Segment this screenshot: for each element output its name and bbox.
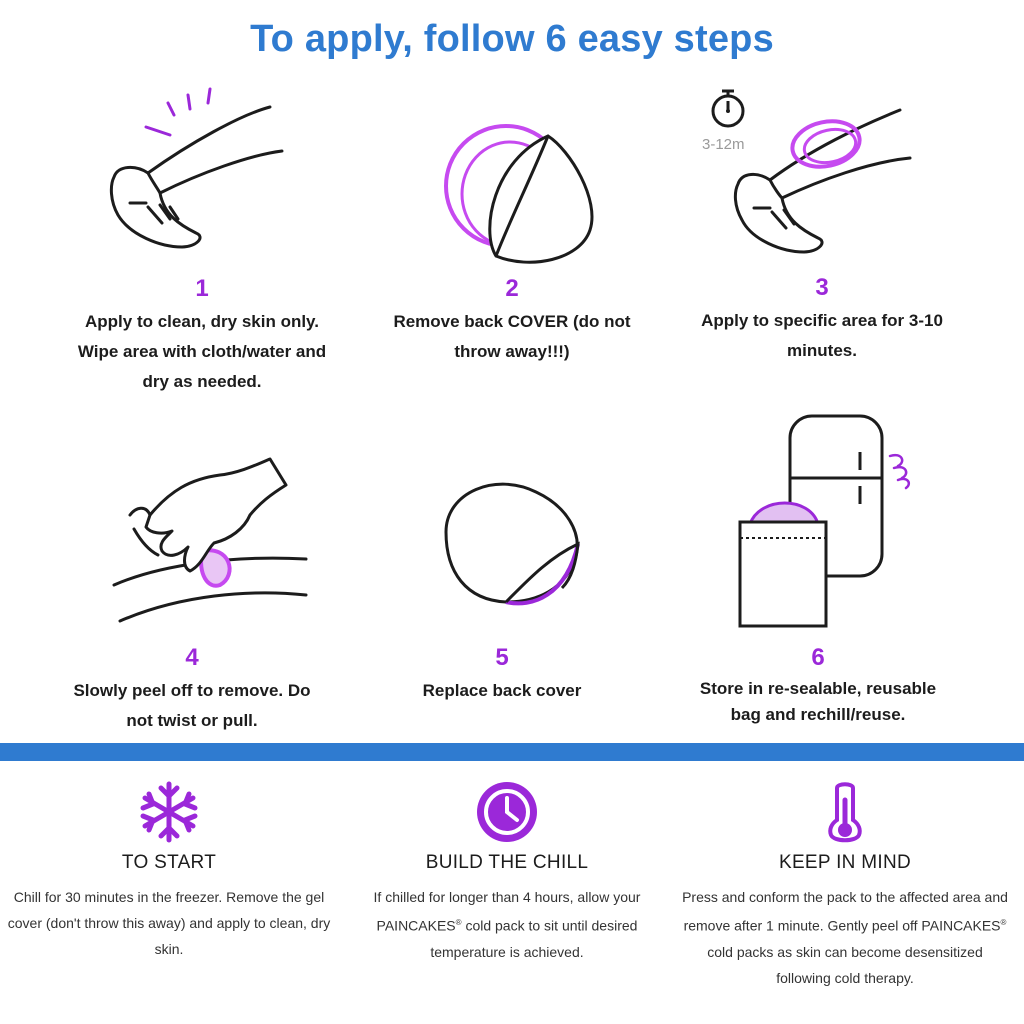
page-title: To apply, follow 6 easy steps <box>250 18 774 60</box>
step-number: 5 <box>495 644 509 671</box>
leg-with-pack-icon <box>733 108 912 254</box>
info-heading: TO START <box>121 852 217 873</box>
step-number: 6 <box>811 644 825 671</box>
info-heading: KEEP IN MIND <box>778 852 912 873</box>
stopwatch-icon <box>711 89 745 128</box>
info-heading: BUILD THE CHILL <box>425 852 589 873</box>
info-body-part: cold pack to sit until desired temperatu… <box>430 917 638 960</box>
step-text: Apply to clean, dry skin only. Wipe area… <box>77 312 327 391</box>
step-3: 3 Apply to specific area for 3-10 minute… <box>662 274 982 366</box>
info-body: Chill for 30 minutes in the freezer. Rem… <box>7 889 331 957</box>
step-5: 5 Replace back cover <box>342 644 662 706</box>
step-text: Remove back COVER (do not throw away!!!) <box>393 312 631 361</box>
step-2: 2 Remove back COVER (do not throw away!!… <box>352 275 672 367</box>
thermometer-icon <box>828 782 862 843</box>
step-number: 4 <box>185 644 199 671</box>
step-number: 1 <box>195 275 209 302</box>
info-to-start: TO START Chill for 30 minutes in the fre… <box>4 780 334 962</box>
step-6: 6 Store in re-sealable, reusable bag and… <box>658 644 978 728</box>
step-number: 3 <box>815 274 829 301</box>
info-body: If chilled for longer than 4 hours, allo… <box>342 884 672 965</box>
replace-cover-icon <box>444 482 580 606</box>
snowflake-icon <box>140 781 198 843</box>
registered-mark: ® <box>1000 918 1007 927</box>
timer-label: 3-12m <box>702 136 745 153</box>
fridge-bag-icon <box>738 414 910 628</box>
registered-mark: ® <box>455 918 462 927</box>
leg-foot-icon <box>109 87 284 249</box>
step-text: Slowly peel off to remove. Do not twist … <box>73 681 311 730</box>
info-body: Press and conform the pack to the affect… <box>680 884 1010 991</box>
section-divider <box>0 743 1024 761</box>
hand-peel-icon <box>112 457 308 623</box>
step-text: Apply to specific area for 3-10 minutes. <box>701 311 943 360</box>
clock-icon <box>477 782 537 842</box>
step-text: Store in re-sealable, reusable bag and r… <box>699 679 937 724</box>
peel-cover-icon <box>444 124 594 264</box>
info-build-the-chill: BUILD THE CHILL If chilled for longer th… <box>342 780 672 965</box>
info-body-part: Press and conform the pack to the affect… <box>682 889 1008 934</box>
step-1: 1 Apply to clean, dry skin only. Wipe ar… <box>42 275 362 397</box>
step-text: Replace back cover <box>422 681 582 700</box>
info-keep-in-mind: KEEP IN MIND Press and conform the pack … <box>680 780 1010 991</box>
info-body-part: If chilled for longer than 4 hours, allo… <box>373 889 641 934</box>
info-body-part: cold packs as skin can become desensitiz… <box>707 943 983 986</box>
step-4: 4 Slowly peel off to remove. Do not twis… <box>32 644 352 736</box>
step-number: 2 <box>505 275 519 302</box>
